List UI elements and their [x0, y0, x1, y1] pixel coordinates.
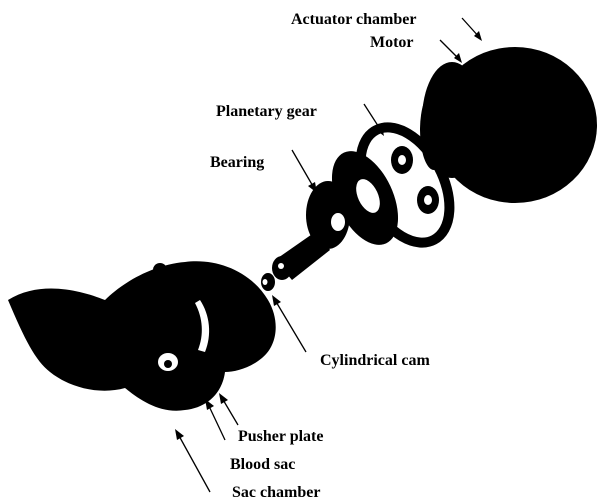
- label-planetary-gear: Planetary gear: [216, 104, 317, 120]
- cylindrical-cam-part: [261, 273, 275, 291]
- blood-sac-arrow: [205, 399, 225, 440]
- bearing-arrow: [292, 150, 317, 193]
- label-sac-chamber: Sac chamber: [232, 485, 320, 501]
- pusher-plate-arrow: [219, 393, 238, 425]
- motor-arrow: [440, 40, 462, 63]
- cylindrical-cam-arrow: [272, 295, 306, 352]
- label-cylindrical-cam: Cylindrical cam: [320, 353, 430, 369]
- label-motor: Motor: [370, 35, 414, 51]
- label-pusher-plate: Pusher plate: [238, 429, 323, 445]
- label-blood-sac: Blood sac: [230, 457, 295, 473]
- shaft-part: [272, 230, 330, 280]
- actuator-chamber-arrow: [462, 18, 482, 41]
- label-bearing: Bearing: [210, 155, 264, 171]
- label-actuator-chamber: Actuator chamber: [291, 12, 416, 28]
- sac-chamber-arrow: [175, 429, 210, 492]
- sac-chamber-part: [8, 261, 276, 410]
